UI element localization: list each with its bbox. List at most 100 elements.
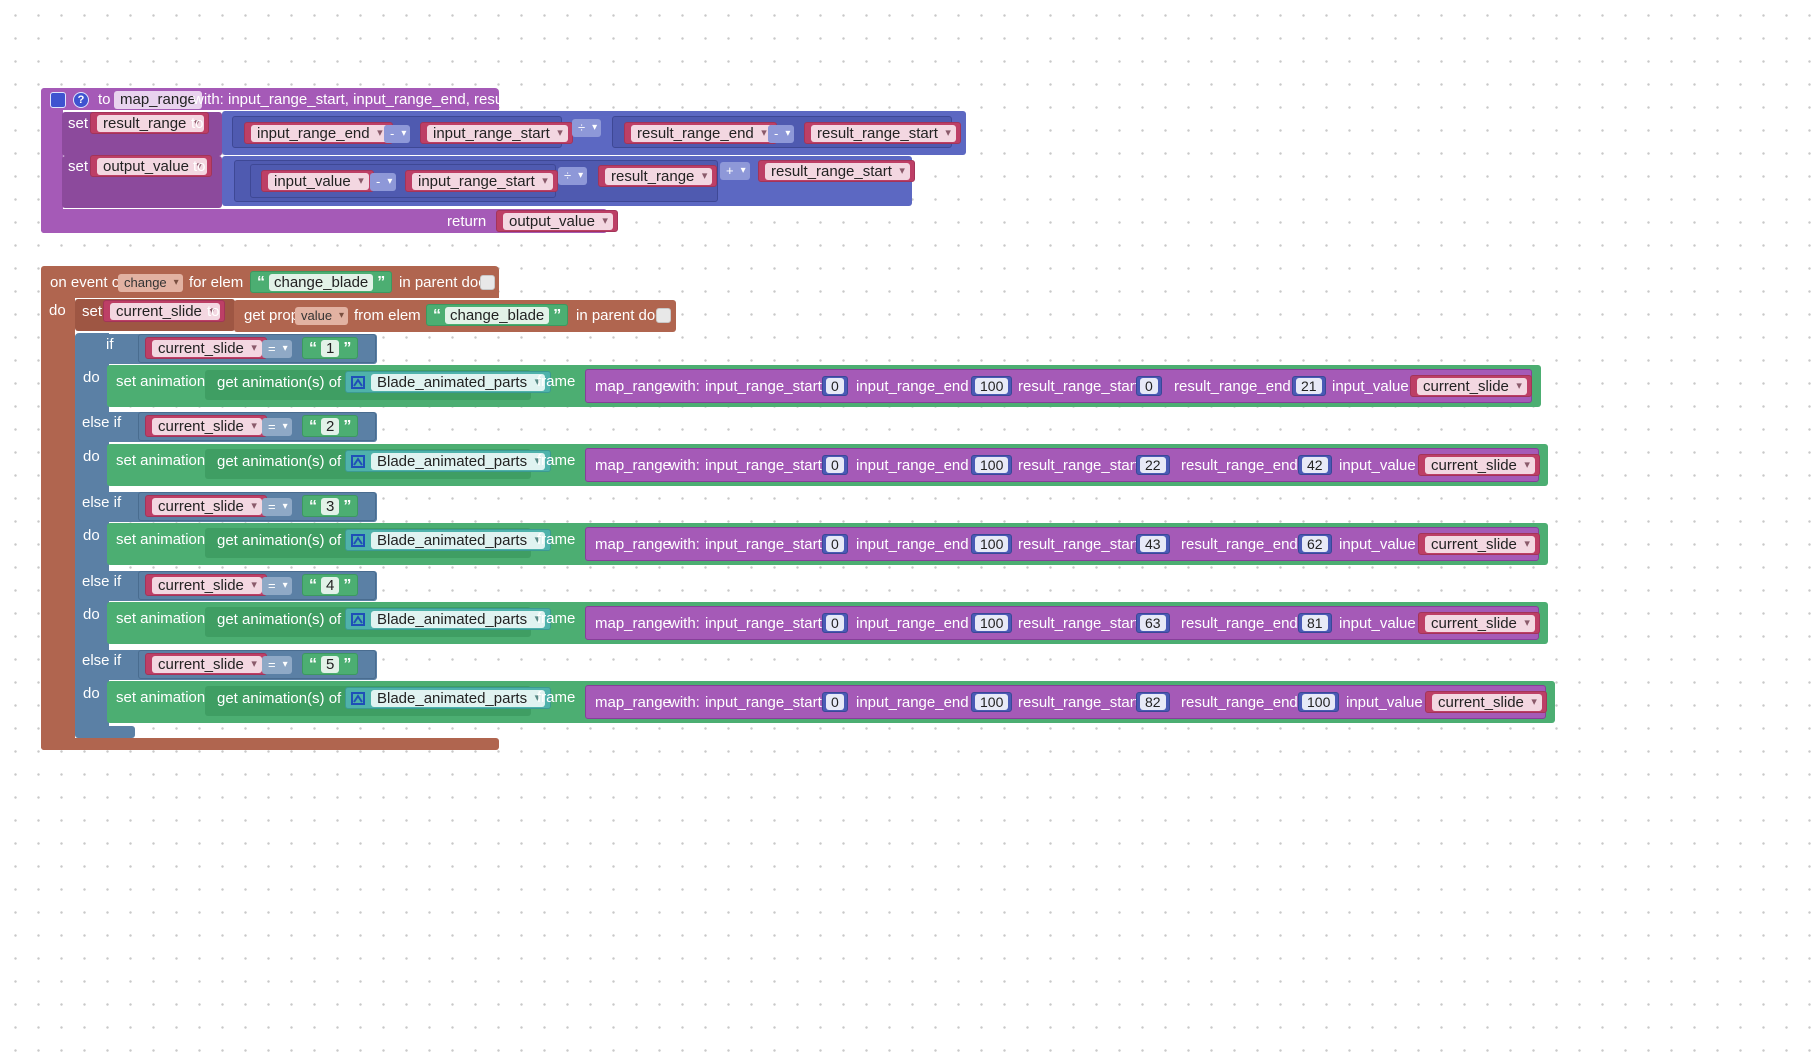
call-map-range-block[interactable]	[585, 527, 1539, 561]
part-selector[interactable]: Blade_animated_parts	[345, 450, 552, 472]
help-icon[interactable]: ?	[73, 92, 89, 108]
in-parent-doc-label: in parent doc	[399, 274, 486, 291]
number-arg[interactable]: 22	[1136, 455, 1170, 475]
in-parent-doc-checkbox[interactable]	[656, 308, 671, 323]
string-condition-value[interactable]: “4”	[302, 574, 359, 596]
variable-current-slide[interactable]: current_slide	[145, 337, 267, 359]
mutator-gear-icon[interactable]	[50, 92, 66, 108]
variable-current-slide[interactable]: current_slide	[1425, 691, 1547, 713]
variable-input-value[interactable]: input_value	[261, 170, 374, 192]
logic-op-equals[interactable]: =	[262, 418, 292, 436]
number-arg[interactable]: 100	[971, 455, 1013, 475]
variable-result-range-end[interactable]: result_range_end	[624, 122, 777, 144]
call-map-range-block[interactable]	[585, 448, 1539, 482]
number-arg[interactable]: 0	[822, 376, 848, 396]
number-value: 22	[1140, 457, 1166, 473]
number-arg[interactable]: 0	[822, 534, 848, 554]
variable-input-range-end[interactable]: input_range_end	[244, 122, 393, 144]
number-arg[interactable]: 0	[822, 692, 848, 712]
variable-result-range-start[interactable]: result_range_start	[804, 122, 961, 144]
string-value: 1	[321, 340, 340, 357]
call-name-label: map_range	[595, 694, 671, 711]
number-arg[interactable]: 100	[971, 692, 1013, 712]
string-condition-value[interactable]: “5”	[302, 653, 359, 675]
part-selector[interactable]: Blade_animated_parts	[345, 371, 552, 393]
part-selector[interactable]: Blade_animated_parts	[345, 687, 552, 709]
number-arg[interactable]: 43	[1136, 534, 1170, 554]
logic-op-equals[interactable]: =	[262, 656, 292, 674]
event-name-dropdown[interactable]: change	[118, 274, 183, 292]
string-change-blade[interactable]: “change_blade”	[426, 304, 569, 326]
on-event-label: on event of	[50, 274, 125, 291]
number-arg[interactable]: 82	[1136, 692, 1170, 712]
get-prop-label: get prop	[244, 307, 300, 324]
variable-current-slide[interactable]: current_slide	[1418, 612, 1540, 634]
call-map-range-block[interactable]	[585, 606, 1539, 640]
math-op-divide[interactable]: ÷	[558, 167, 588, 185]
variable-current-slide[interactable]: current_slide	[145, 415, 267, 437]
number-value: 100	[975, 615, 1009, 631]
variable-result-range-start[interactable]: result_range_start	[758, 160, 915, 182]
logic-op-equals[interactable]: =	[262, 577, 292, 595]
string-condition-value[interactable]: “2”	[302, 415, 359, 437]
part-selector[interactable]: Blade_animated_parts	[345, 529, 552, 551]
number-arg[interactable]: 100	[971, 376, 1013, 396]
variable-current-slide[interactable]: current_slide	[1418, 454, 1540, 476]
number-arg[interactable]: 100	[971, 534, 1013, 554]
variable-result-range[interactable]: result_range	[598, 165, 718, 187]
string-change-blade[interactable]: “change_blade”	[250, 271, 393, 293]
prop-dropdown[interactable]: value	[295, 307, 349, 325]
math-op-minus[interactable]: -	[384, 125, 411, 143]
in-parent-doc-checkbox[interactable]	[480, 275, 495, 290]
variable-current-slide[interactable]: current_slide	[145, 653, 267, 675]
number-value: 43	[1140, 536, 1166, 552]
variable-output-value-return[interactable]: output_value	[496, 210, 618, 232]
var-name: current_slide	[1425, 536, 1535, 553]
number-arg[interactable]: 0	[1136, 376, 1162, 396]
number-arg[interactable]: 0	[822, 613, 848, 633]
variable-current-slide[interactable]: current_slide	[1410, 375, 1532, 397]
call-map-range-block[interactable]	[585, 685, 1546, 719]
string-condition-value[interactable]: “3”	[302, 495, 359, 517]
variable-current-slide[interactable]: current_slide	[145, 495, 267, 517]
call-map-range-block[interactable]	[585, 369, 1532, 403]
variable-result-range[interactable]: result_range	[90, 112, 210, 134]
number-arg[interactable]: 42	[1298, 455, 1332, 475]
variable-output-value[interactable]: output_value	[90, 155, 212, 177]
math-op-divide[interactable]: ÷	[572, 119, 602, 137]
var-name: output_value	[97, 158, 207, 175]
variable-input-range-start[interactable]: input_range_start	[420, 122, 573, 144]
var-name: input_range_start	[427, 125, 568, 142]
number-arg[interactable]: 63	[1136, 613, 1170, 633]
number-arg[interactable]: 0	[822, 455, 848, 475]
string-value: 4	[321, 577, 340, 594]
number-arg[interactable]: 62	[1298, 534, 1332, 554]
call-with-label: with:	[669, 694, 700, 711]
number-arg[interactable]: 100	[971, 613, 1013, 633]
math-op-plus[interactable]: +	[720, 162, 750, 180]
var-name: input_value	[268, 173, 369, 190]
logic-op-equals[interactable]: =	[262, 498, 292, 516]
part-name: Blade_animated_parts	[371, 374, 546, 391]
variable-current-slide[interactable]: current_slide	[103, 300, 225, 322]
logic-op-equals[interactable]: =	[262, 340, 292, 358]
variable-input-range-start[interactable]: input_range_start	[405, 170, 558, 192]
arg-name-label: result_range_end	[1181, 457, 1298, 474]
variable-current-slide[interactable]: current_slide	[1418, 533, 1540, 555]
number-arg[interactable]: 81	[1298, 613, 1332, 633]
number-arg[interactable]: 21	[1292, 376, 1326, 396]
set-animation-label: set animation	[116, 531, 206, 548]
var-name: current_slide	[1425, 615, 1535, 632]
string-condition-value[interactable]: “1”	[302, 337, 359, 359]
variable-current-slide[interactable]: current_slide	[145, 574, 267, 596]
arg-name-label: input_range_start	[705, 694, 822, 711]
number-arg[interactable]: 100	[1298, 692, 1340, 712]
arg-name-label: result_range_end	[1181, 536, 1298, 553]
math-op-minus[interactable]: -	[370, 173, 397, 191]
part-selector[interactable]: Blade_animated_parts	[345, 608, 552, 630]
proc-name-field[interactable]: map_range	[114, 91, 202, 109]
proc-to-label: to	[98, 91, 111, 108]
math-op-minus[interactable]: -	[768, 125, 795, 143]
do-label: do	[83, 527, 100, 544]
